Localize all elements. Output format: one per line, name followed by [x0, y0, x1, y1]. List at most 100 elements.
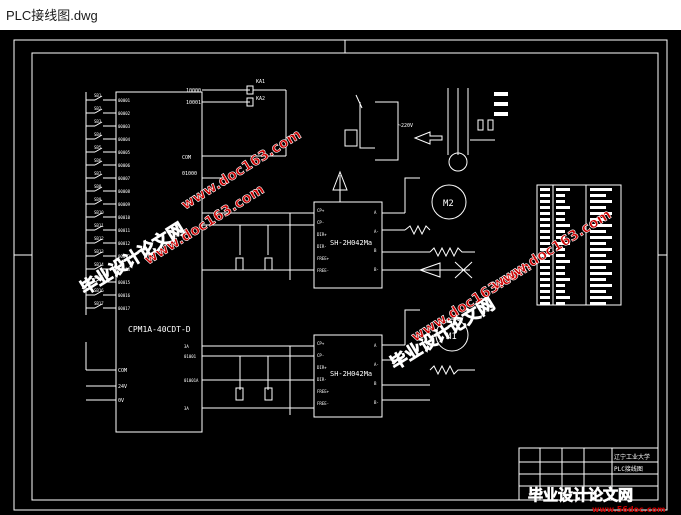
input-terminal-label: 00001 [118, 98, 131, 103]
title-block-school: 辽宁工业大学 [614, 453, 650, 461]
input-terminal-label: 00012 [118, 241, 131, 246]
table-cell [590, 236, 612, 239]
input-terminal-label: 00007 [118, 176, 131, 181]
input-terminal-label: 00010 [118, 215, 131, 220]
driver-left-pin: DIR- [317, 377, 327, 382]
table-cell [556, 236, 565, 239]
input-switch-label: SB1 [94, 93, 102, 98]
input-switch-label: SB11 [94, 223, 104, 228]
control-wire [375, 101, 399, 161]
com-label: COM [182, 155, 191, 161]
table-cell [540, 206, 550, 209]
switch-contact [94, 212, 103, 218]
table-cell [590, 212, 612, 215]
switch-contact [94, 173, 103, 179]
table-cell [556, 278, 570, 281]
driver-left-pin: CP- [317, 353, 324, 358]
input-terminal-label: 00005 [118, 150, 131, 155]
driver-left-pin: DIR+ [317, 232, 327, 237]
table-cell [590, 290, 606, 293]
window-titlebar: PLC接线图.dwg [0, 0, 681, 30]
note-bar [494, 112, 508, 116]
input-terminal-label: 00006 [118, 163, 131, 168]
table-cell [556, 188, 570, 191]
relay-label-1: KA1 [256, 79, 265, 85]
motor-winding [429, 364, 475, 376]
driver-left-pin: CP+ [317, 341, 325, 346]
switch-contact [94, 303, 103, 309]
switch-contact [94, 160, 103, 166]
driver-right-pin: A [374, 210, 377, 215]
table-cell [590, 302, 606, 305]
table-cell [556, 284, 565, 287]
table-cell [590, 254, 606, 257]
driver-right-pin: B- [374, 267, 379, 272]
table-cell [540, 266, 550, 269]
table-cell [556, 194, 565, 197]
input-switch-label: SB15 [94, 275, 104, 280]
input-terminal-label: 00003 [118, 124, 131, 129]
table-cell [540, 212, 550, 215]
table-cell [590, 200, 612, 203]
input-switch-label: SB10 [94, 210, 104, 215]
table-cell [540, 272, 550, 275]
table-cell [540, 296, 550, 299]
watermark-1-text: 毕业设计论文网 [77, 218, 189, 299]
control-wire [359, 102, 375, 149]
switch-contact [94, 147, 103, 153]
driver-right-pin: B- [374, 400, 379, 405]
resistor [235, 257, 244, 271]
table-cell [590, 224, 612, 227]
input-switch-label: SB7 [94, 171, 102, 176]
table-cell [556, 254, 565, 257]
watermark-bottom: 毕业设计论文网 www.56doc.com [528, 486, 666, 514]
switch-contact [94, 199, 103, 205]
switch-contact [94, 290, 103, 296]
table-cell [556, 272, 565, 275]
watermark-bottom-text: 毕业设计论文网 [528, 486, 633, 504]
table-cell [590, 296, 612, 299]
table-cell [590, 230, 606, 233]
driver-left-pin: DIR+ [317, 365, 327, 370]
driver-box-2 [313, 334, 383, 418]
table-cell [540, 236, 550, 239]
input-terminal-label: 00016 [118, 293, 131, 298]
table-cell [590, 278, 606, 281]
input-switch-label: SB13 [94, 249, 104, 254]
voltage-label: ~220V [398, 123, 413, 129]
note-bar [494, 102, 508, 106]
table-cell [556, 218, 565, 221]
output-label-2: 10001 [186, 100, 201, 106]
table-cell [540, 284, 550, 287]
table-cell [590, 206, 606, 209]
table-cell [540, 254, 550, 257]
relay-coil-2 [246, 97, 254, 107]
table-cell [540, 260, 550, 263]
input-terminal-label: 00002 [118, 111, 131, 116]
driver-right-pin: A- [374, 229, 379, 234]
motor-m2 [431, 184, 467, 220]
table-cell [556, 290, 565, 293]
input-switch-label: SB12 [94, 236, 104, 241]
switch-contact [355, 94, 363, 109]
table-cell [540, 278, 550, 281]
driver-left-pin: CP+ [317, 208, 325, 213]
table-cell [556, 266, 565, 269]
watermark-bottom-url: www.56doc.com [592, 505, 665, 514]
plc-input-group: SB100001SB200002SB300003SB400004SB500005… [86, 93, 131, 311]
cad-drawing[interactable]: CPM1A-40CDT-D SB100001SB200002SB300003SB… [0, 30, 681, 515]
driver-right-pin: B [374, 381, 377, 386]
plc-bottom-left-label: 0V [118, 398, 124, 404]
driver-right-pin: A [374, 343, 377, 348]
up-arrow [332, 170, 348, 191]
input-switch-label: SB6 [94, 158, 102, 163]
input-terminal-label: 00011 [118, 228, 131, 233]
table-cell [590, 194, 606, 197]
plc-bottom-right-label: 01001 [184, 354, 197, 359]
switch-contact [94, 251, 103, 257]
driver-left-pin: FREE- [317, 268, 329, 273]
outer-frame [13, 39, 668, 511]
watermark-2: 毕业设计论文网 [386, 293, 499, 375]
